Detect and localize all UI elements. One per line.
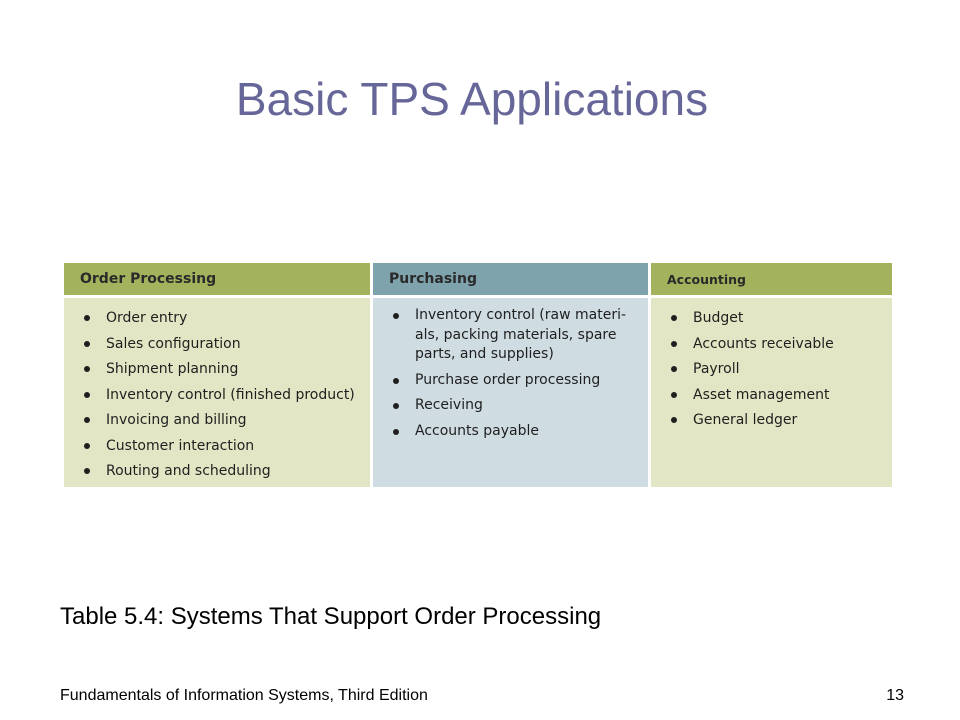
list-item: Invoicing and billing [82, 408, 360, 434]
column-body: Budget Accounts receivable Payroll Asset… [651, 298, 892, 487]
tps-applications-table: Order Processing Order entry Sales confi… [64, 263, 892, 487]
table-caption: Table 5.4: Systems That Support Order Pr… [60, 603, 602, 630]
bullet-list: Budget Accounts receivable Payroll Asset… [669, 306, 882, 434]
column-header: Order Processing [64, 263, 370, 295]
bullet-list: Order entry Sales configuration Shipment… [82, 306, 360, 485]
list-item: Inventory control (raw materi-als, packi… [391, 306, 638, 365]
list-item: Routing and scheduling [82, 459, 360, 485]
list-item: Sales configuration [82, 332, 360, 358]
list-item: Customer interaction [82, 434, 360, 460]
list-item: Shipment planning [82, 357, 360, 383]
footer-text: Fundamentals of Information Systems, Thi… [60, 687, 428, 704]
column-body: Order entry Sales configuration Shipment… [64, 298, 370, 487]
list-item: Asset management [669, 383, 882, 409]
column-header: Purchasing [373, 263, 648, 295]
slide-title: Basic TPS Applications [235, 73, 709, 125]
column-order-processing: Order Processing Order entry Sales confi… [64, 263, 370, 487]
list-item: Receiving [391, 396, 638, 416]
list-item: Budget [669, 306, 882, 332]
list-item: Inventory control (finished product) [82, 383, 360, 409]
list-item: General ledger [669, 408, 882, 434]
list-item: Payroll [669, 357, 882, 383]
list-item: Order entry [82, 306, 360, 332]
column-accounting: Accounting Budget Accounts receivable Pa… [651, 263, 892, 487]
column-purchasing: Purchasing Inventory control (raw materi… [373, 263, 648, 487]
column-body: Inventory control (raw materi-als, packi… [373, 298, 648, 487]
list-item: Purchase order processing [391, 371, 638, 391]
list-item: Accounts receivable [669, 332, 882, 358]
list-item: Accounts payable [391, 422, 638, 442]
page-number: 13 [886, 687, 904, 704]
bullet-list: Inventory control (raw materi-als, packi… [391, 306, 638, 441]
column-header: Accounting [651, 263, 892, 295]
